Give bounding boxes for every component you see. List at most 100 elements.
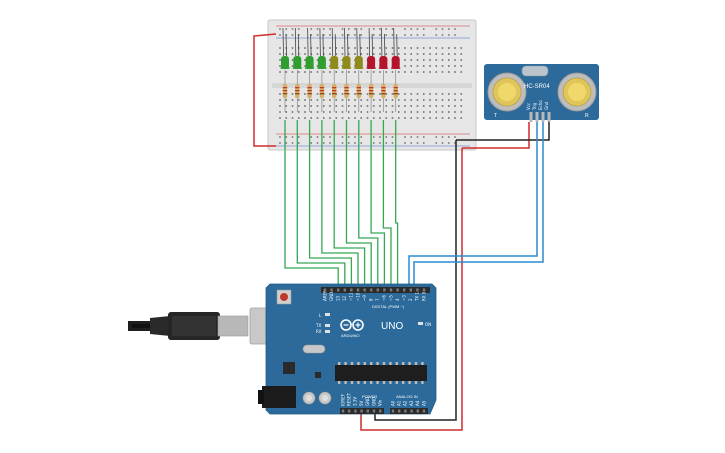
breadboard-hole [354, 142, 356, 144]
breadboard-hole [397, 117, 400, 119]
breadboard-hole [397, 71, 400, 73]
power-pin [379, 409, 382, 413]
breadboard-hole [366, 47, 369, 49]
breadboard-hole [391, 93, 394, 95]
breadboard-hole [404, 136, 406, 138]
breadboard-hole [454, 53, 456, 55]
breadboard-hole [347, 105, 350, 107]
breadboard-hole [410, 99, 413, 101]
breadboard-hole [310, 117, 313, 119]
resistor-band [344, 93, 349, 95]
breadboard-hole [435, 28, 438, 30]
breadboard-hole [366, 111, 369, 113]
wire-black-sensor-gnd [456, 122, 550, 141]
breadboard-hole [341, 53, 344, 55]
arduino-model-label: UNO [381, 321, 403, 332]
breadboard-hole [316, 71, 319, 73]
breadboard-hole [435, 71, 438, 73]
resistor-band [282, 87, 288, 89]
breadboard-hole [404, 59, 406, 61]
breadboard-hole [329, 34, 331, 36]
breadboard-hole [460, 59, 463, 61]
breadboard-hole [360, 105, 363, 107]
breadboard-hole [335, 105, 338, 107]
ic-pin [408, 381, 411, 384]
breadboard-hole [279, 105, 281, 107]
led-lead [371, 33, 373, 57]
breadboard-hole [410, 47, 413, 49]
breadboard-hole [372, 99, 375, 101]
breadboard-hole [435, 34, 438, 36]
wire-green-led-8 [382, 120, 392, 290]
microcontroller-chip [335, 365, 427, 381]
breadboard-hole [404, 47, 406, 49]
breadboard-hole [316, 117, 319, 119]
breadboard-hole [372, 111, 375, 113]
ic-pin [414, 381, 418, 384]
led-on [418, 322, 423, 325]
breadboard-hole [322, 117, 325, 119]
breadboard-hole [410, 65, 413, 67]
sensor-model-label: HC-SR04 [524, 84, 550, 90]
led-lead [310, 33, 312, 57]
breadboard-hole [454, 99, 456, 101]
breadboard-hole [397, 47, 400, 49]
small-chip [315, 372, 321, 378]
breadboard-hole [379, 142, 381, 144]
resistor-band [393, 93, 398, 95]
breadboard-hole [429, 59, 431, 61]
breadboard-hole [385, 47, 388, 49]
ic-pin [363, 381, 366, 384]
wire-green-led-0 [284, 120, 339, 290]
breadboard-hole [341, 142, 344, 144]
breadboard-hole [316, 65, 319, 67]
breadboard-hole [347, 53, 350, 55]
analog-pin-label: A2 [403, 400, 408, 406]
breadboard-hole [360, 142, 363, 144]
wire-green-led-4 [333, 120, 366, 290]
led-l-label: L [319, 313, 322, 318]
breadboard-hole [322, 71, 325, 73]
resistor-band [393, 90, 398, 92]
breadboard-hole [379, 136, 381, 138]
breadboard-hole [397, 105, 400, 107]
ic-pin [408, 362, 411, 365]
wire-blue-echo [413, 122, 544, 290]
breadboard-hole [372, 28, 375, 30]
breadboard-hole [416, 142, 419, 144]
breadboard-hole [354, 71, 356, 73]
breadboard-hole [447, 34, 450, 36]
breadboard-hole [291, 136, 294, 138]
wires [253, 33, 550, 431]
breadboard-hole [441, 117, 444, 119]
digital-pin-label: ~10 [355, 292, 360, 301]
resistor-band [295, 87, 300, 89]
breadboard-hole [460, 47, 463, 49]
breadboard-hole [360, 28, 363, 30]
breadboard-hole [460, 93, 463, 95]
power-pin [360, 409, 363, 413]
breadboard-hole [454, 34, 456, 36]
breadboard-hole [460, 71, 463, 73]
breadboard-hole [410, 117, 413, 119]
digital-pin-label: ~9 [362, 295, 367, 301]
wire-green-led-1 [296, 120, 346, 290]
led-base [305, 67, 315, 69]
breadboard-hole [422, 53, 425, 55]
reset-button-cap[interactable] [280, 293, 288, 301]
breadboard-hole [441, 111, 444, 113]
breadboard-hole [310, 71, 313, 73]
ic-pin [338, 362, 341, 365]
led-lead [294, 27, 297, 57]
digital-pin [389, 288, 393, 292]
breadboard-hole [422, 105, 425, 107]
breadboard-hole [341, 34, 344, 36]
breadboard-hole [310, 28, 313, 30]
digital-pin [376, 288, 379, 292]
breadboard-hole [391, 53, 394, 55]
power-pin [372, 409, 376, 413]
breadboard-hole [404, 111, 406, 113]
breadboard-hole [410, 34, 413, 36]
sensor-pin-3 [547, 112, 551, 122]
digital-pin [383, 288, 386, 292]
